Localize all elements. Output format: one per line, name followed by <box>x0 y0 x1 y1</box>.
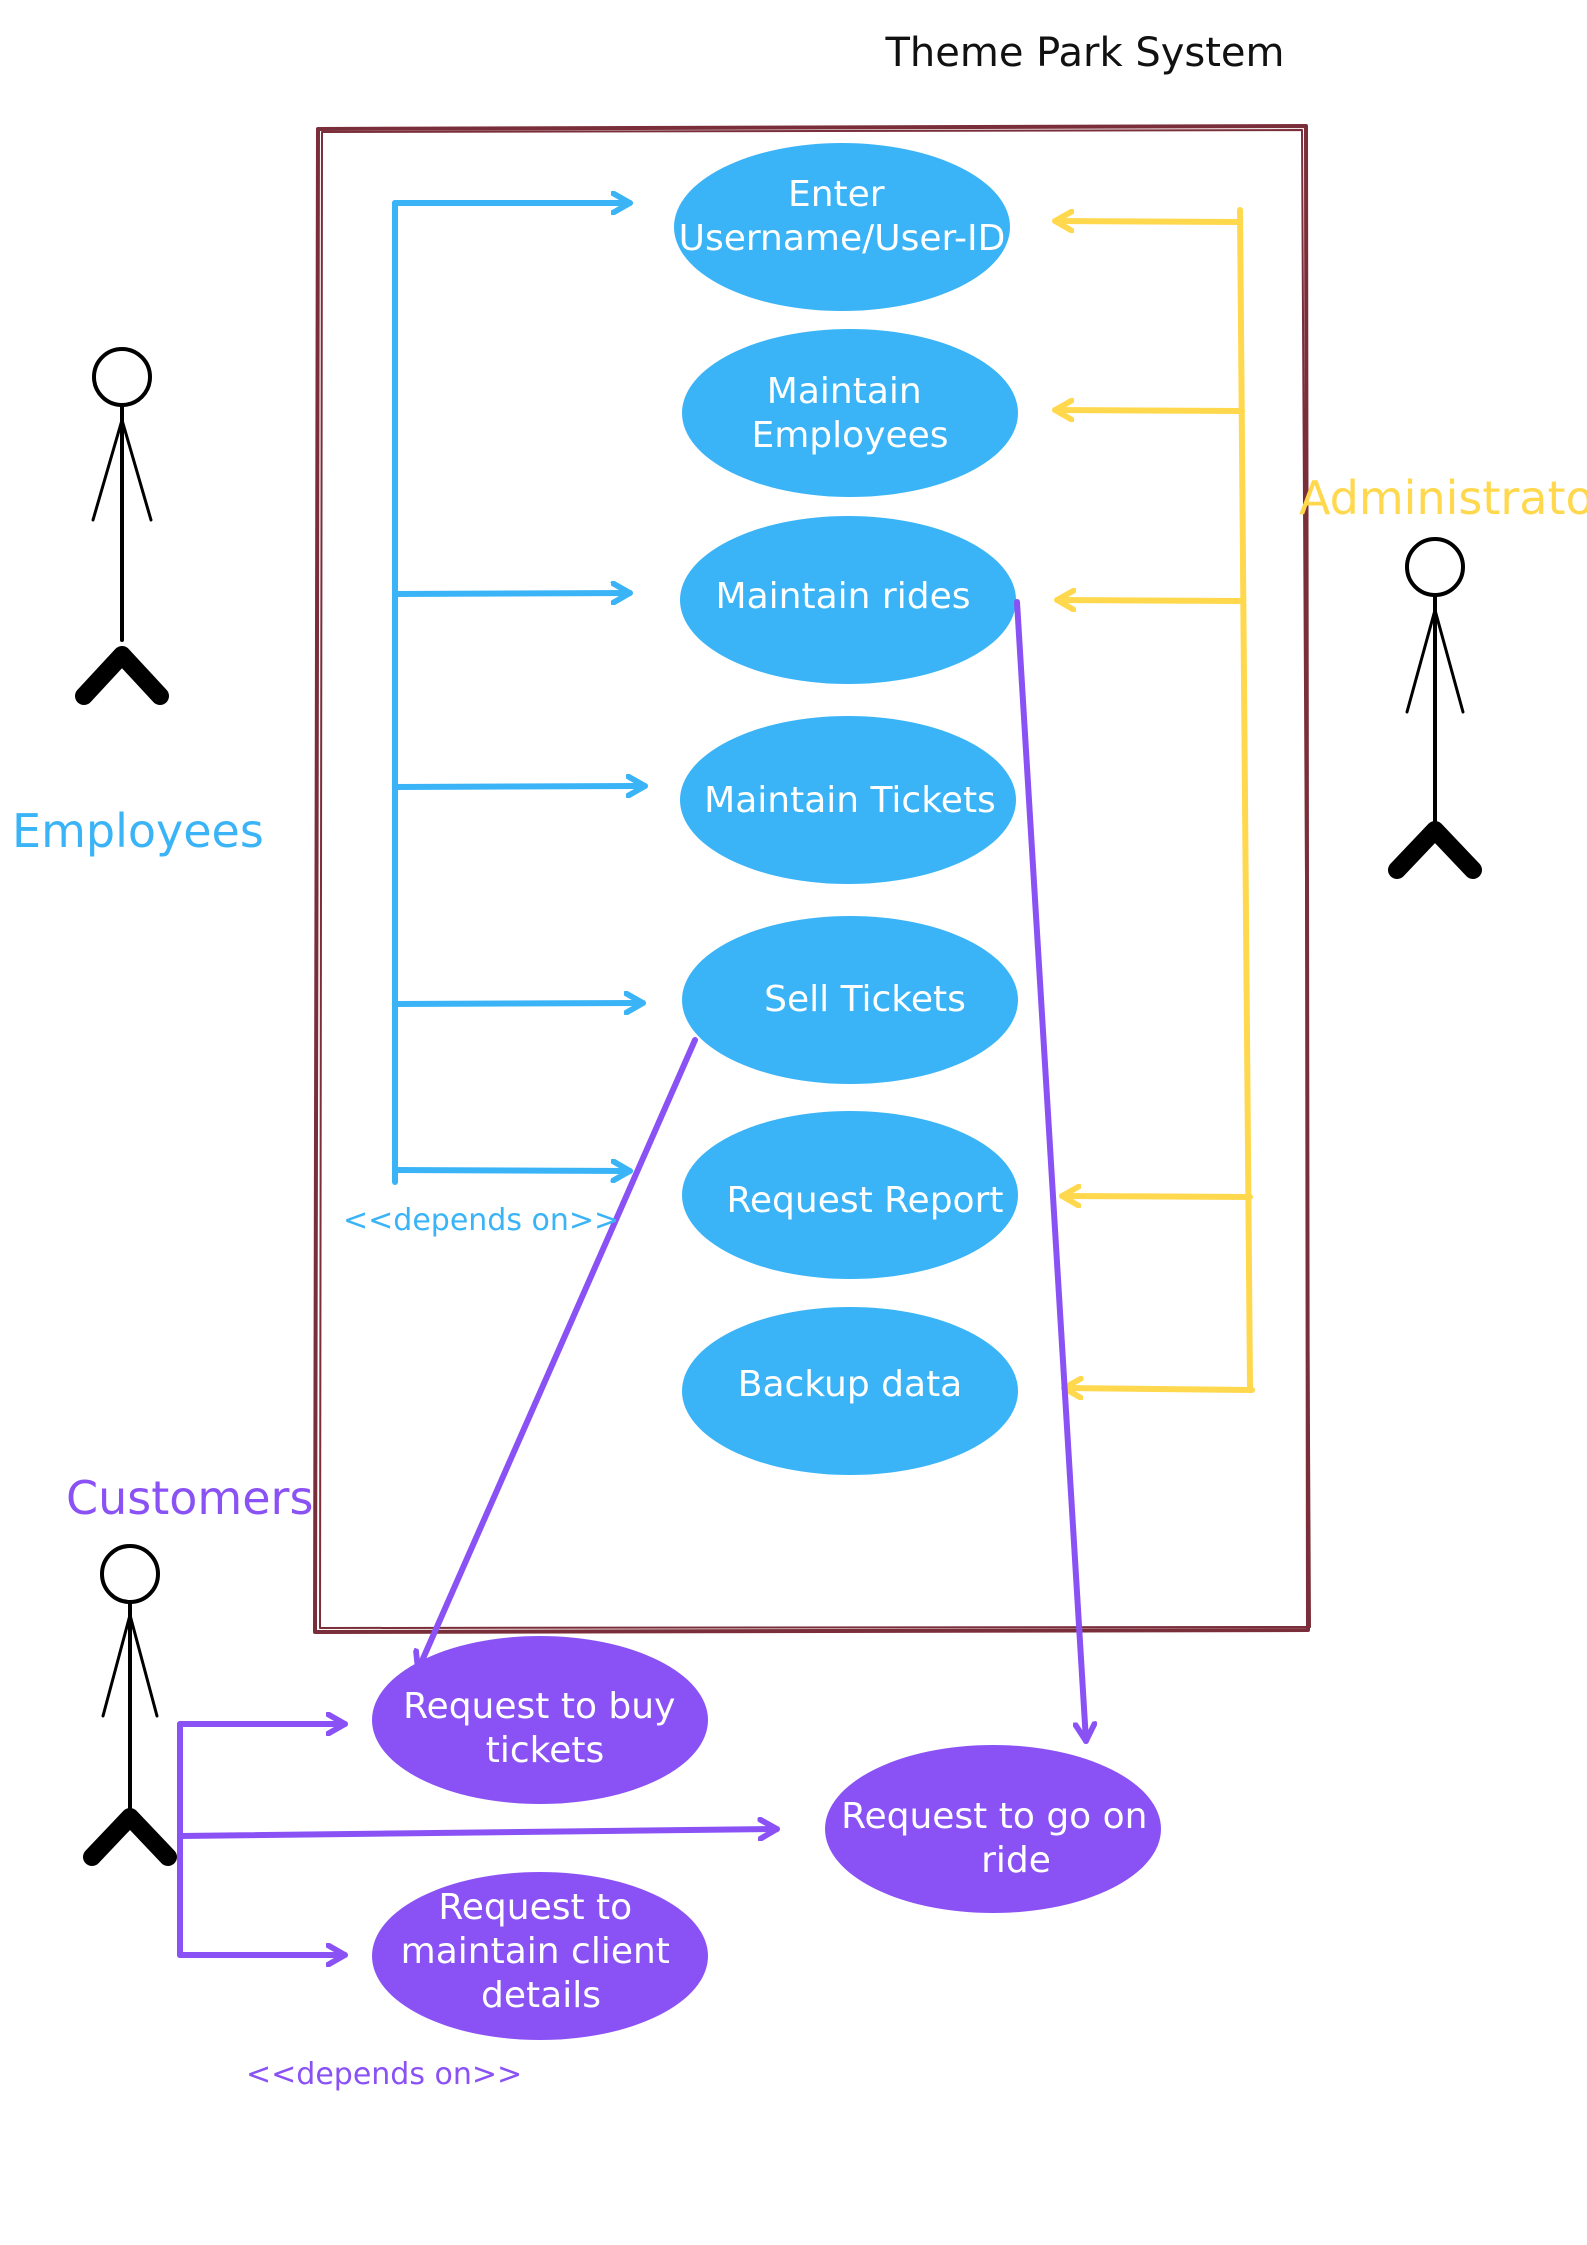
employee-arrow-sell-tickets <box>392 1003 646 1004</box>
use-case-request-buy-tickets: Request to buy tickets <box>372 1636 708 1804</box>
use-case-request-go-on-ride: Request to go on ride <box>825 1745 1161 1913</box>
svg-text:Request to buy tickets: Request to buy tickets <box>403 1686 687 1771</box>
use-case-maintain-tickets: Maintain Tickets <box>680 716 1016 884</box>
diagram-title: Theme Park System <box>884 30 1284 76</box>
svg-text:Request to maintain cl: Request to maintain client details <box>401 1887 682 2016</box>
customer-use-cases: Request to buy tickets Request to go on … <box>372 1636 1161 2040</box>
actor-label-administrators: Administrators <box>1299 471 1587 525</box>
use-case-maintain-employees: Maintain Employees <box>682 329 1018 497</box>
employee-arrow-maintain-rides <box>392 593 633 594</box>
svg-text:Sell Tickets: Sell Tickets <box>764 979 966 1020</box>
use-case-request-maintain-client-details: Request to maintain client details <box>372 1872 708 2040</box>
stick-figure-icon <box>75 347 169 705</box>
actor-administrators: Administrators <box>1299 471 1587 879</box>
customer-arrow-go-on-ride <box>177 1829 780 1836</box>
stick-figure-icon <box>1388 537 1482 879</box>
use-case-maintain-rides: Maintain rides <box>680 516 1016 684</box>
actor-label-customers: Customers <box>66 1471 313 1525</box>
svg-text:Enter Username/User-ID: Enter Username/User-ID <box>679 174 1006 259</box>
use-case-enter-username: Enter Username/User-ID <box>674 143 1010 311</box>
employee-arrow-request-report <box>392 1170 633 1171</box>
stick-figure-icon <box>83 1544 177 1866</box>
actor-employees: Employees <box>12 347 264 858</box>
system-use-cases: Enter Username/User-ID Maintain Employee… <box>674 143 1018 1475</box>
svg-text:Maintain Employees: Maintain Employees <box>751 371 948 456</box>
stereotype-label-employee: <<depends on>> <box>343 1203 619 1238</box>
admin-arrow-maintain-rides <box>1054 600 1246 601</box>
svg-text:Maintain rides: Maintain rides <box>716 576 971 617</box>
use-case-request-report: Request Report <box>682 1111 1018 1279</box>
link-maintain-rides-to-go-on-ride <box>1014 599 1086 1744</box>
stereotype-label-customer: <<depends on>> <box>246 2057 522 2092</box>
admin-arrow-maintain-employees <box>1052 410 1245 411</box>
employee-associations <box>392 203 648 1185</box>
use-case-sell-tickets: Sell Tickets <box>682 916 1018 1084</box>
use-case-backup-data: Backup data <box>682 1307 1018 1475</box>
customer-associations <box>177 599 1086 1955</box>
admin-arrow-enter-username <box>1052 221 1243 222</box>
actor-customers: Customers <box>66 1471 313 1866</box>
svg-text:Request to go on ride: Request to go on ride <box>841 1796 1159 1881</box>
admin-arrow-backup-data <box>1061 1388 1255 1390</box>
admin-associations <box>1052 207 1255 1391</box>
svg-text:Maintain Tickets: Maintain Tickets <box>704 780 996 821</box>
admin-bus-line <box>1237 207 1253 1391</box>
admin-arrow-request-report <box>1059 1196 1253 1197</box>
svg-text:Request Report: Request Report <box>726 1180 1003 1221</box>
svg-text:Backup data: Backup data <box>738 1364 963 1405</box>
employee-arrow-maintain-tickets <box>392 786 648 787</box>
system-boundary <box>313 124 1311 1634</box>
link-sell-tickets-to-buy-tickets <box>418 1037 698 1673</box>
actor-label-employees: Employees <box>12 804 264 858</box>
